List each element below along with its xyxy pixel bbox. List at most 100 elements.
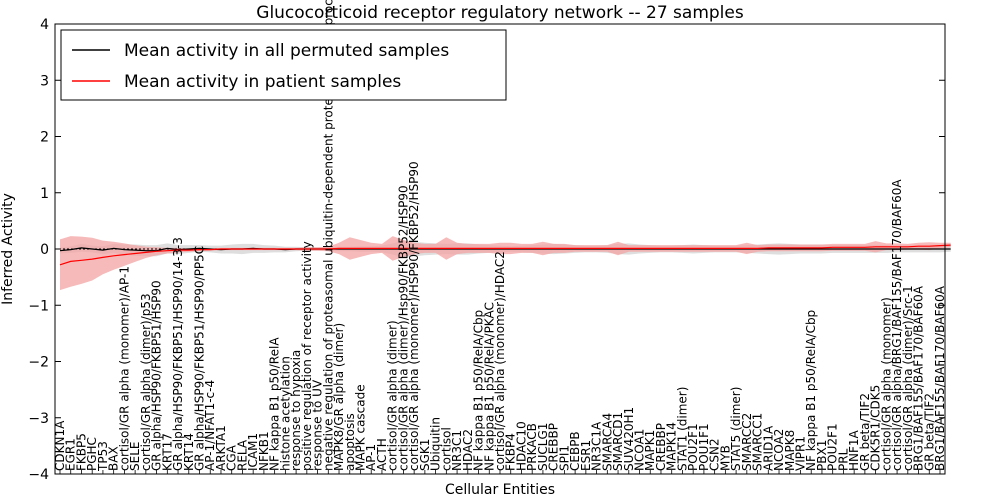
x-tick-label: MAPK8 [783,430,797,471]
x-tick-label: ARKTA1 [214,425,228,471]
x-tick-label: cortisol/GR alpha (dimer)/Src-1 [901,285,915,471]
x-tick-label: NF kappa B1 p50/RelA/Cbp [472,310,486,471]
x-tick-label: VIPR1 [793,436,807,471]
x-tick-label: CSN2 [708,438,722,471]
x-tick-label: response to hypoxia [289,350,303,471]
x-tick-label: cortisol/GR alpha (dimer) [386,320,400,471]
x-tick-label: positive regulation of receptor activity [300,241,314,471]
x-tick-label: response to UV [311,379,325,471]
x-tick-label: GR alpha/HSP90/FKBP51/HSP90 [150,280,164,471]
x-tick-label: MAPK1 [643,430,657,471]
x-tick-label: NR3C1A [590,421,604,471]
x-tick-label: SGK1 [418,439,432,471]
x-tick-label: SMARCC2 [740,413,754,471]
y-tick-label: −4 [28,467,49,483]
x-tick-label: NF kappa B1 p50/RelA/Cbp [804,310,818,471]
x-tick-label: ARID1A [761,425,775,471]
y-tick-label: 3 [40,73,49,89]
x-tick-label: AP-1 [364,444,378,471]
x-tick-label: HNF1A [847,429,861,471]
x-tick-label: HDAC10 [514,421,528,471]
x-tick-label: NCOA1 [633,429,647,471]
x-tick-label: BRG1/BAF155/BAF170/BAF60A [933,285,947,471]
x-tick-label: MAPK cascade [353,384,367,471]
y-tick-label: −3 [28,411,49,427]
x-tick-label: NCOA2 [772,429,786,471]
x-tick-label: ACTH [375,438,389,471]
x-tick-label: cortisol/GR alpha (monomer)/HSP90/FKBP52… [407,161,421,471]
x-tick-label: SPI1 [557,445,571,471]
x-tick-label: negative regulation of proteasomal ubiqu… [321,0,335,471]
x-tick-label: SUCLG1 [536,423,550,471]
x-tick-label: STAT5 (dimer) [729,387,743,471]
x-tick-label: BRG1/BAF155/BAF170/BAF60A [912,285,926,471]
x-tick-label: NF kappa B1 p50/RelA/PKAC [482,302,496,471]
x-tick-label: AP-1/NFAT1-c-4 [203,380,217,471]
x-tick-label: GR beta/TIF2 [858,393,872,471]
x-tick-label: NFKB1 [257,431,271,471]
x-tick-label: Ubiquitin [429,417,443,471]
x-tick-label: cortisol/GR alpha (monomer) [879,297,893,471]
x-tick-label: MAPK14 [665,422,679,471]
x-tick-label: SMARCD1 [611,412,625,471]
x-tick-label: TP53 [96,441,110,472]
x-tick-label: cortisol/GR alpha (monomer)/AP-1 [117,266,131,471]
x-tick-label: MYB [718,445,732,471]
x-tick-label: POU1F1 [697,423,711,471]
x-tick-label: CGA [225,444,239,471]
x-tick-label: CREBBP [654,423,668,471]
y-axis-label: Inferred Activity [0,193,16,305]
x-tick-label: cortisol/GR alpha/BRG1/BAF155/BAF170/BAF… [890,179,904,471]
x-tick-label: histone acetylation [278,356,292,471]
x-tick-label: BAX [107,446,121,471]
x-tick-label: GR alpha/HSP90/FKBP51/HSP90/14-3-3 [171,237,185,471]
x-tick-label: CEBPB [568,431,582,471]
x-tick-label: FKBP5 [74,433,88,471]
legend-box [60,29,507,101]
x-tick-label: GR alpha/HSP90/FKBP51/HSP90/PP5C [193,246,207,471]
x-tick-label: SMARCC1 [751,413,765,471]
x-tick-label: cortisol/GR alpha (monomer)/HDAC2 [493,251,507,471]
legend-label: Mean activity in patient samples [124,72,401,92]
x-tick-label: MAPK8/GR alpha (dimer) [332,323,346,471]
x-tick-label: GR beta/TIF2 [922,393,936,471]
x-tick-label: POU2F1 [686,423,700,471]
legend: Mean activity in all permuted samplesMea… [60,29,507,101]
plot-frame [54,23,946,475]
x-tick-label: KRT17 [160,433,174,471]
x-axis-label: Cellular Entities [445,482,555,498]
x-tick-label: PRL [836,448,850,471]
x-tick-label: KRT14 [182,433,196,471]
y-tick-label: 1 [40,186,49,202]
x-tick-label: ESR1 [579,440,593,471]
x-tick-label: NF kappa B1 p50/RelA [268,337,282,471]
y-tick-label: 4 [40,17,49,33]
x-tick-label: RELA [235,439,249,471]
y-tick-label: 2 [40,130,49,146]
x-tick-label: SELE [128,442,142,471]
x-tick-label: FKBP4 [504,433,518,471]
x-tick-label: POU2F1 [826,423,840,471]
x-tick-label: cortisol [439,427,453,471]
patient-series-line [59,244,951,266]
y-tick-label: 0 [40,242,49,258]
x-tick-label: NR3C1 [450,430,464,471]
x-tick-label: CREBBP [547,423,561,471]
x-tick-label: STAT1 (dimer) [675,387,689,471]
legend-label: Mean activity in all permuted samples [124,41,449,61]
x-tick-label: SMARCA4 [600,413,614,471]
x-tick-label: PRKACB [525,423,539,471]
x-tick-label: apoptosis [343,413,357,471]
x-tick-label: SUV420H1 [622,407,636,471]
x-tick-label: cortisol/GR alpha (dimer)/Hsp90/FKBP52/H… [396,185,410,471]
x-tick-label: PGHC [85,437,99,471]
chart-title: Glucocorticoid receptor regulatory netwo… [256,3,744,23]
y-tick-label: −1 [28,298,49,314]
x-tick-label: CDKN1A [53,420,67,471]
x-tick-label: EGR1 [64,438,78,471]
x-tick-label: HDAC2 [461,429,475,471]
x-tick-label: CDK5R1/CDK5 [869,385,883,471]
x-tick-label: ICAM1 [246,433,260,471]
